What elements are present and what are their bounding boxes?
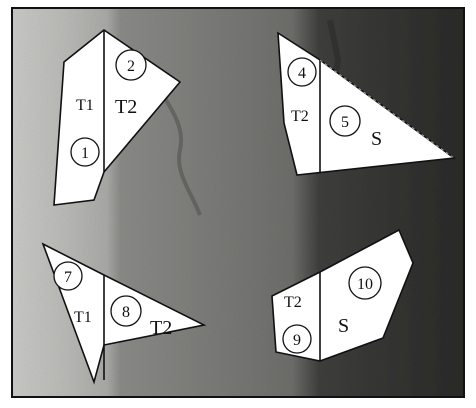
number-marker-7: 7 bbox=[54, 262, 82, 290]
number-marker-4: 4 bbox=[288, 58, 316, 86]
number-label: 4 bbox=[298, 65, 306, 82]
number-label: 1 bbox=[81, 145, 89, 162]
number-marker-8: 8 bbox=[111, 296, 141, 326]
region-label-s: S bbox=[371, 128, 382, 150]
number-label: 7 bbox=[64, 269, 72, 286]
number-label: 5 bbox=[341, 114, 349, 131]
number-marker-9: 9 bbox=[283, 325, 311, 353]
region-label-t2: T2 bbox=[115, 96, 137, 118]
region-label-t1: T1 bbox=[76, 97, 94, 114]
number-marker-10: 10 bbox=[349, 267, 381, 299]
number-label: 2 bbox=[127, 58, 135, 75]
number-label: 8 bbox=[122, 304, 130, 321]
number-marker-1: 1 bbox=[71, 138, 99, 166]
number-label: 9 bbox=[293, 332, 301, 349]
number-label: 10 bbox=[357, 276, 373, 293]
region-label-s: S bbox=[338, 315, 349, 337]
region-label-t2: T2 bbox=[291, 108, 309, 125]
number-marker-5: 5 bbox=[330, 106, 360, 136]
number-marker-2: 2 bbox=[116, 50, 146, 80]
region-label-t2: T2 bbox=[150, 317, 172, 339]
region-label-t1: T1 bbox=[74, 309, 92, 326]
region-label-t2: T2 bbox=[284, 294, 302, 311]
